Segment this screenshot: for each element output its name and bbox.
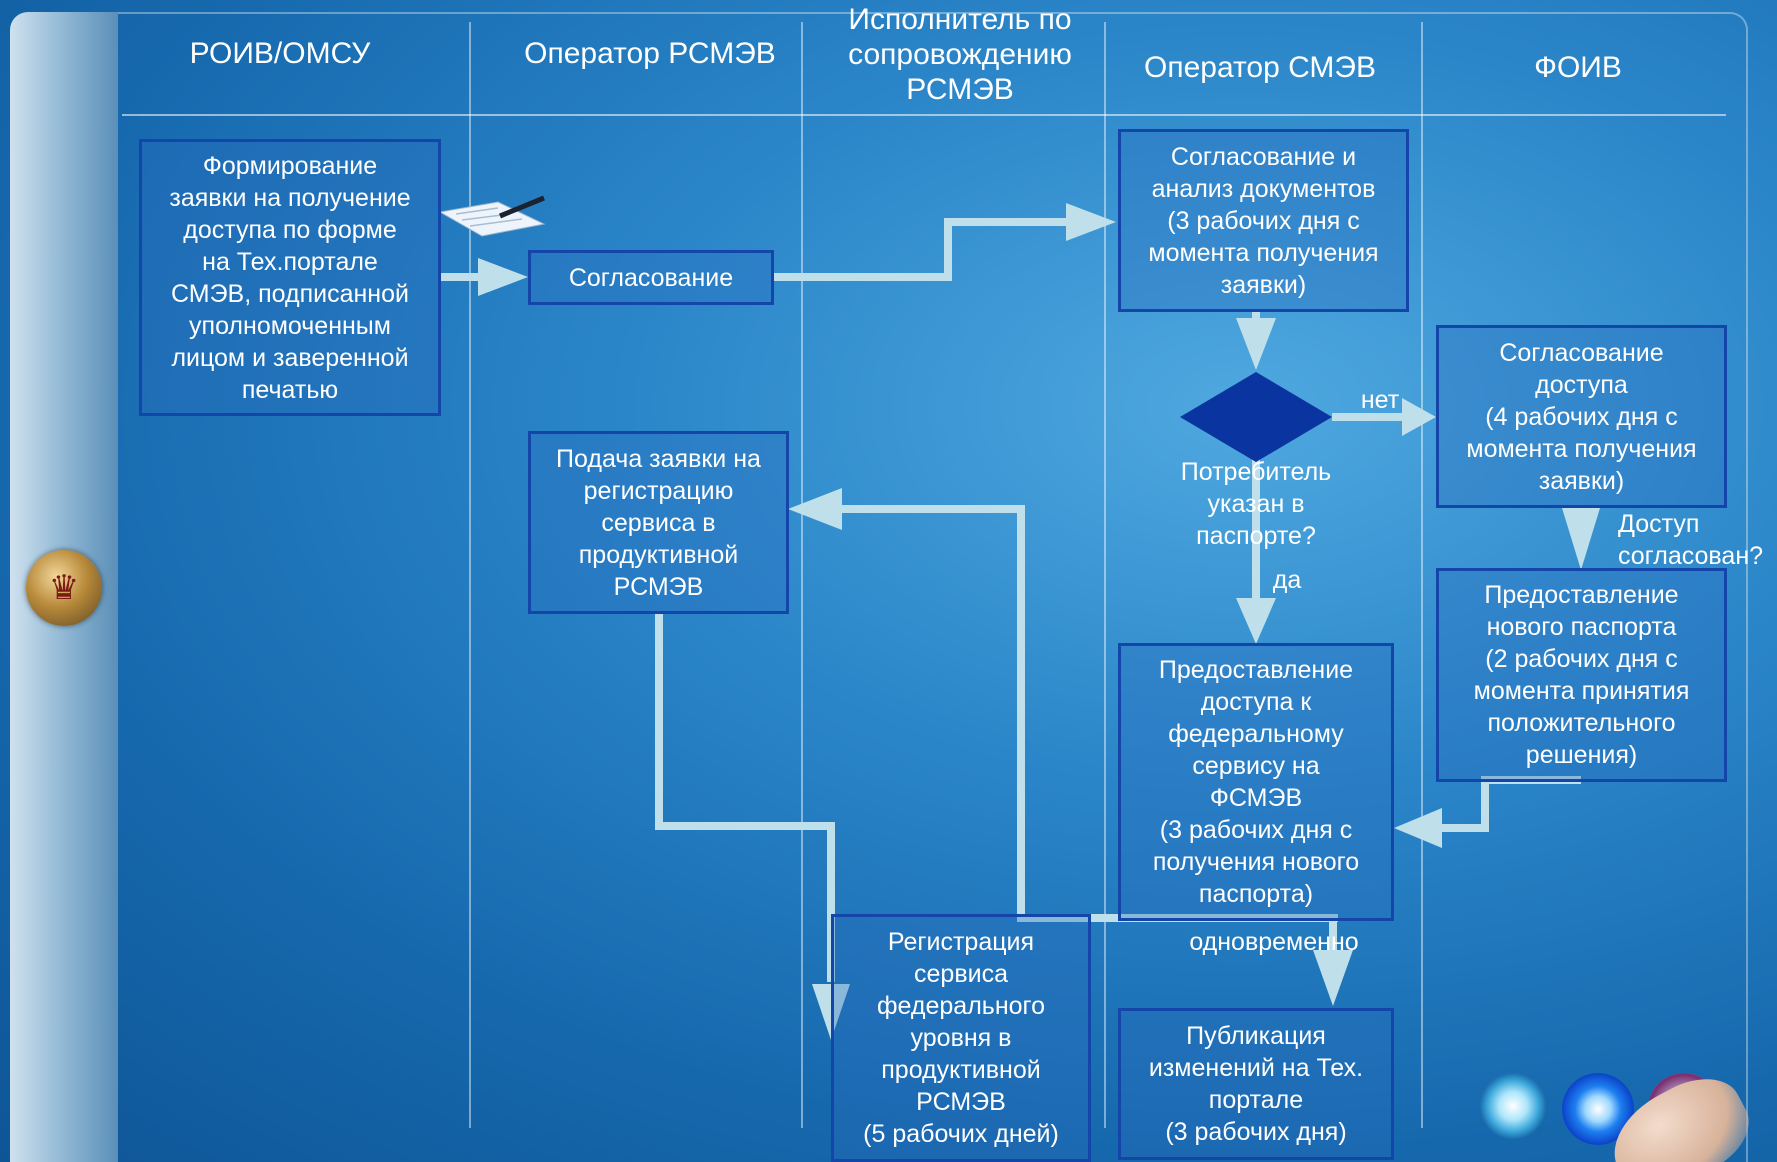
grant-access-box: Предоставление доступа к федеральному се… (1118, 643, 1394, 921)
simultaneously-label: одновременно (1189, 928, 1359, 956)
lane-divider-4 (1421, 22, 1423, 1128)
submit-registration-box: Подача заявки на регистрацию сервиса в п… (528, 431, 789, 614)
header-foiv: ФОИВ (1534, 51, 1622, 84)
coat-of-arms-icon: ♛ (26, 550, 102, 626)
no-label: нет (1360, 386, 1400, 414)
slide-frame (118, 12, 1748, 1162)
header-divider (122, 114, 1726, 116)
new-passport-box: Предоставление нового паспорта (2 рабочи… (1436, 568, 1727, 782)
lane-divider-3 (1104, 22, 1106, 1128)
register-service-box: Регистрация сервиса федерального уровня … (831, 914, 1091, 1162)
lane-divider-1 (469, 22, 471, 1128)
circle-button-icon[interactable] (1480, 1073, 1546, 1139)
header-executor-rsmev: Исполнитель по сопровождению РСМЭВ (848, 3, 1072, 106)
lane-divider-2 (801, 22, 803, 1128)
decision-question-label: Потребитель указан в паспорте? (1180, 458, 1332, 550)
header-operator-rsmev: Оператор РСМЭВ (524, 37, 776, 70)
access-agreed-label: Доступ согласован? (1618, 510, 1764, 570)
access-approval-box: Согласование доступа (4 рабочих дня с мо… (1436, 325, 1727, 508)
decision-diamond (1180, 372, 1332, 462)
yes-label: да (1272, 566, 1302, 594)
approval-analysis-box: Согласование и анализ документов (3 рабо… (1118, 129, 1409, 312)
header-operator-smev: Оператор СМЭВ (1144, 51, 1376, 84)
approval-box: Согласование (528, 250, 774, 305)
publish-changes-box: Публикация изменений на Тех. портале (3 … (1118, 1008, 1394, 1160)
header-roiv-omsu: РОИВ/ОМСУ (189, 37, 371, 70)
form-request-box: Формирование заявки на получение доступа… (139, 139, 441, 416)
document-pen-icon (438, 195, 546, 237)
